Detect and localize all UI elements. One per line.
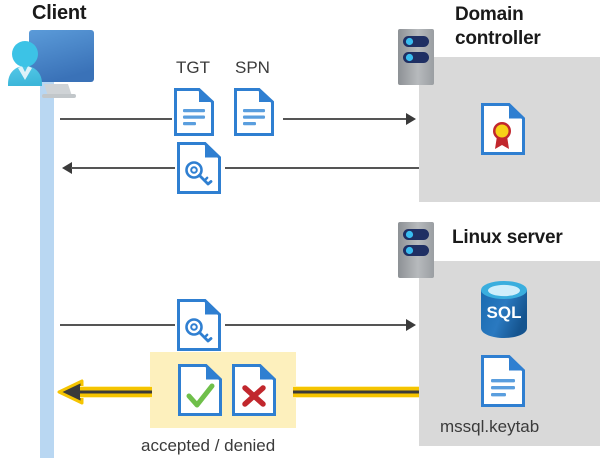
certificate-document-icon <box>481 103 525 155</box>
denied-document-with-x-icon <box>232 364 276 416</box>
accepted-denied-label: accepted / denied <box>141 436 276 455</box>
linux-server-title: Linux server <box>452 227 563 248</box>
linux-server-rack-icon <box>398 222 440 278</box>
spn-label: SPN <box>235 58 270 77</box>
dc-ticket-key-document-icon <box>177 142 221 194</box>
flow2-line-left <box>71 167 175 169</box>
keytab-file-label: mssql.keytab <box>440 417 540 436</box>
flow1-line-right <box>283 118 407 120</box>
client-lifeline <box>40 68 54 458</box>
accepted-document-with-checkmark-icon <box>178 364 222 416</box>
result-line-right <box>293 386 419 398</box>
flow3-line-left <box>60 324 175 326</box>
flow3-line-right <box>225 324 407 326</box>
domain-controller-title-line1: Domain <box>455 4 524 25</box>
sql-database-icon: SQL <box>477 280 531 340</box>
domain-controller-server-rack-icon <box>398 29 440 85</box>
flow1-arrowhead <box>406 112 416 125</box>
result-line-left <box>80 386 152 398</box>
flow3-arrowhead <box>406 318 416 331</box>
client-user-with-monitor-icon <box>4 24 100 104</box>
tgt-label: TGT <box>176 58 210 77</box>
flow2-arrowhead <box>62 161 72 174</box>
domain-controller-title-line2: controller <box>455 28 541 49</box>
flow1-line-left <box>60 118 172 120</box>
tgt-document-icon <box>174 88 214 136</box>
spn-document-icon <box>234 88 274 136</box>
keytab-document-icon <box>481 355 525 407</box>
svg-text:SQL: SQL <box>487 303 522 322</box>
linux-ticket-key-document-icon <box>177 299 221 351</box>
flow2-line-right <box>225 167 419 169</box>
page-title-client: Client <box>32 2 87 24</box>
